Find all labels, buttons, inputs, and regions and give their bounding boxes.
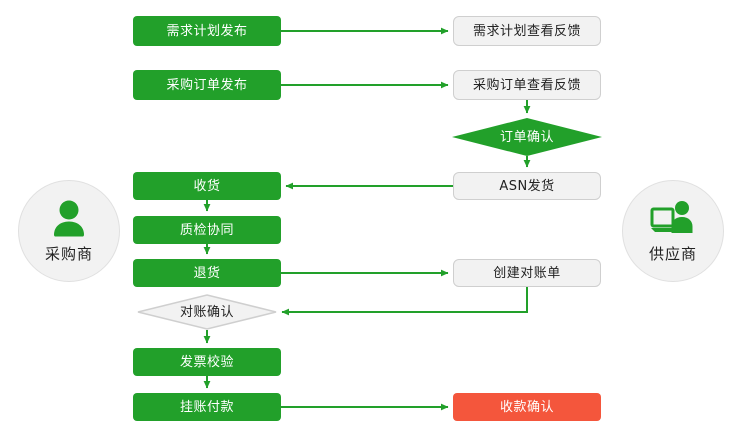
actor-supplier[interactable]: 供应商 [622,180,724,282]
node-return-goods[interactable]: 退货 [133,259,281,287]
node-purchase-order-feedback[interactable]: 采购订单查看反馈 [453,70,601,100]
node-payable-payment[interactable]: 挂账付款 [133,393,281,421]
node-receipt-confirm-label: 收款确认 [499,399,554,415]
node-purchase-order-publish-label: 采购订单发布 [166,77,248,93]
node-payable-payment-label: 挂账付款 [179,399,234,415]
person-at-computer-icon [650,201,693,233]
node-quality-inspection-label: 质检协同 [179,222,234,238]
node-asn-shipment-label: ASN发货 [499,178,555,194]
diamond-shape-order-confirm [452,118,602,156]
node-demand-plan-feedback-label: 需求计划查看反馈 [472,23,581,39]
node-invoice-verify[interactable]: 发票校验 [133,348,281,376]
node-receipt-confirm[interactable]: 收款确认 [453,393,601,421]
actor-buyer-label: 采购商 [44,245,93,263]
node-invoice-verify-label: 发票校验 [179,354,234,370]
diamond-shape-statement-confirm [137,294,277,330]
node-demand-plan-publish-label: 需求计划发布 [166,23,248,39]
node-order-confirm[interactable]: 订单确认 [452,118,602,156]
node-receive-goods-label: 收货 [193,178,221,194]
actor-supplier-label: 供应商 [648,245,697,263]
node-return-goods-label: 退货 [193,265,221,281]
node-create-statement[interactable]: 创建对账单 [453,259,601,287]
person-icon [54,200,84,237]
node-quality-inspection[interactable]: 质检协同 [133,216,281,244]
edge-create-statement-to-statement-confirm [281,287,528,316]
node-statement-confirm-label: 对账确认 [179,304,234,320]
node-order-confirm-label: 订单确认 [499,129,554,145]
node-asn-shipment[interactable]: ASN发货 [453,172,601,200]
actor-buyer[interactable]: 采购商 [18,180,120,282]
node-statement-confirm[interactable]: 对账确认 [137,294,277,330]
node-create-statement-label: 创建对账单 [493,265,561,281]
node-demand-plan-feedback[interactable]: 需求计划查看反馈 [453,16,601,46]
node-purchase-order-feedback-label: 采购订单查看反馈 [472,77,581,93]
node-demand-plan-publish[interactable]: 需求计划发布 [133,16,281,46]
node-purchase-order-publish[interactable]: 采购订单发布 [133,70,281,100]
node-receive-goods[interactable]: 收货 [133,172,281,200]
